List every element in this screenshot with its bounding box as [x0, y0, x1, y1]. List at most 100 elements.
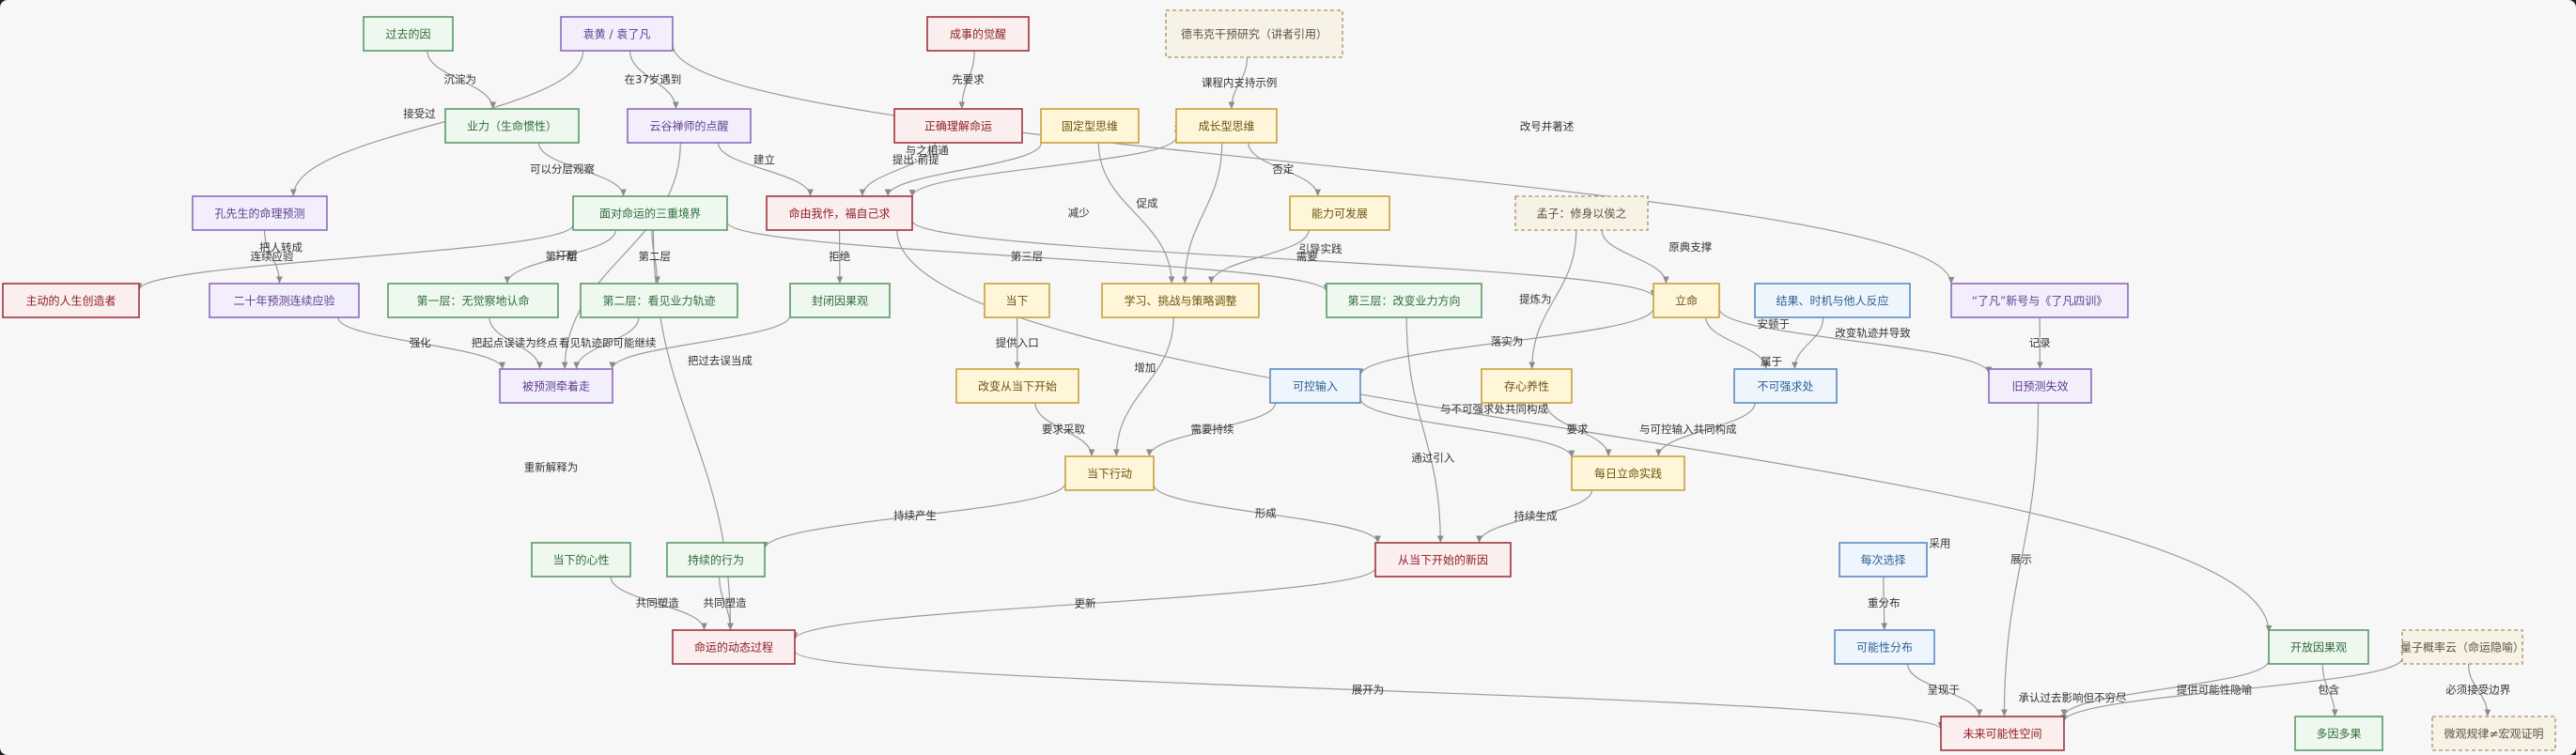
node-label: 业力（生命惯性） — [467, 119, 557, 133]
node-change-from-now[interactable]: 改变从当下开始 — [955, 368, 1079, 404]
edge-label-guides_practice: 引导实践 — [1299, 242, 1342, 255]
edge-quantum-future_space — [2060, 657, 2403, 722]
node-continuous-behavior[interactable]: 持续的行为 — [666, 542, 766, 578]
node-micro-macro[interactable]: 微观规律≠宏观证明 — [2431, 716, 2556, 751]
node-correct-understanding[interactable]: 正确理解命运 — [893, 108, 1023, 144]
node-box — [1839, 542, 1928, 578]
node-old-prediction-fail[interactable]: 旧预测失效 — [1988, 368, 2092, 404]
node-led-by-prediction[interactable]: 被预测牵着走 — [499, 368, 613, 404]
edge-level2-led_by_prediction — [573, 316, 640, 370]
node-level2[interactable]: 第二层：看见业力轨迹 — [580, 283, 738, 318]
node-box — [1653, 283, 1720, 318]
edge-controllable-daily_practice — [1359, 398, 1575, 458]
edge-present_mind-dynamic_process — [610, 576, 707, 631]
edge-label-co_shape_2: 共同塑造 — [704, 596, 747, 609]
node-each-choice[interactable]: 每次选择 — [1839, 542, 1928, 578]
edge-liming-old_prediction_fail — [1718, 308, 1993, 374]
node-creator[interactable]: 主动的人生创造者 — [2, 283, 140, 318]
node-box — [666, 542, 766, 578]
node-present-action[interactable]: 当下行动 — [1064, 455, 1155, 491]
edge-label-see_trajectory: 看见轨迹即可能继续 — [559, 336, 657, 349]
edge-label-acknowledge_past: 承认过去影响但不穷尽 — [2019, 691, 2127, 704]
node-present[interactable]: 当下 — [984, 283, 1050, 318]
node-box — [1514, 195, 1649, 231]
node-prob-distribution[interactable]: 可能性分布 — [1834, 629, 1935, 665]
node-uncontrollable[interactable]: 不可强求处 — [1733, 368, 1838, 404]
node-results[interactable]: 结果、时机与他人反应 — [1754, 283, 1911, 318]
edge-label-appears_in: 呈现于 — [1928, 684, 1961, 697]
node-cultivate[interactable]: 存心养性 — [1481, 368, 1573, 404]
node-yungu[interactable]: 云谷禅师的点醒 — [627, 108, 752, 144]
node-open-causality[interactable]: 开放因果观 — [2268, 629, 2369, 665]
node-label: 开放因果观 — [2290, 640, 2347, 655]
edge-growth_mindset-learning — [1181, 142, 1223, 285]
node-many-effects[interactable]: 多因多果 — [2294, 716, 2383, 751]
node-new-cause[interactable]: 从当下开始的新因 — [1374, 542, 1512, 578]
node-level1[interactable]: 第一层：无觉察地认命 — [387, 283, 559, 318]
node-growth-mindset[interactable]: 成长型思维 — [1175, 108, 1278, 144]
node-dynamic-process[interactable]: 命运的动态过程 — [672, 629, 796, 665]
edge-label-contains: 包含 — [2318, 684, 2340, 697]
edge-karma-three_levels — [537, 142, 627, 197]
node-box — [2, 283, 140, 318]
node-label: 多因多果 — [2316, 728, 2361, 741]
node-quantum[interactable]: 量子概率云（命运隐喻） — [2400, 629, 2524, 665]
node-label: 从当下开始的新因 — [1398, 553, 1488, 567]
node-twenty-years[interactable]: 二十年预测连续应验 — [209, 283, 360, 318]
edge-fate_self-open_causality — [896, 229, 2273, 633]
edge-fixed_mindset-learning — [1097, 142, 1175, 285]
node-awakening[interactable]: 成事的觉醒 — [926, 16, 1030, 52]
node-present-mind[interactable]: 当下的心性 — [531, 542, 631, 578]
node-daily-practice[interactable]: 每日立命实践 — [1571, 455, 1685, 491]
node-label: 可能性分布 — [1856, 641, 1913, 655]
node-mencius[interactable]: 孟子：修身以俟之 — [1514, 195, 1649, 231]
node-fate-self[interactable]: 命由我作，福自己求 — [766, 195, 913, 231]
edge-label-sustains: 持续产生 — [893, 509, 937, 522]
node-controllable[interactable]: 可控输入 — [1269, 368, 1361, 404]
edge-mencius-cultivate — [1529, 229, 1577, 370]
node-liming[interactable]: 立命 — [1653, 283, 1720, 318]
edge-uncontrollable-daily_practice — [1655, 402, 1756, 457]
edge-label-turned_into: 把人转成 — [259, 241, 303, 254]
edge-each_choice-prob_distribution — [1881, 576, 1888, 631]
node-learning[interactable]: 学习、挑战与策略调整 — [1101, 283, 1260, 318]
edge-label-settles_as: 沉淀为 — [444, 73, 477, 86]
node-dweck[interactable]: 德韦克干预研究（讲者引用） — [1165, 9, 1343, 58]
node-box — [1950, 283, 2129, 318]
node-box — [1481, 368, 1573, 404]
node-ability[interactable]: 能力可发展 — [1289, 195, 1390, 231]
node-box — [1733, 368, 1838, 404]
node-future-space[interactable]: 未来可能性空间 — [1940, 716, 2065, 751]
edge-yuan_huang-kong — [289, 50, 584, 197]
edge-label-consistent_with: 与之相通 — [906, 144, 949, 157]
node-box — [1374, 542, 1512, 578]
edge-label-negates: 否定 — [1272, 162, 1294, 176]
node-three-levels[interactable]: 面对命运的三重境界 — [572, 195, 728, 231]
node-closed-causality[interactable]: 封闭因果观 — [789, 283, 891, 318]
node-label: 第一层：无觉察地认命 — [416, 294, 529, 308]
node-fixed-mindset[interactable]: 固定型思维 — [1040, 108, 1140, 144]
edge-fate_self-liming — [911, 220, 1657, 298]
edge-correct_understanding-fate_self — [859, 142, 937, 197]
edge-label-breaks: 打断 — [555, 249, 577, 262]
edge-present_action-new_cause — [1153, 485, 1381, 544]
edge-label-provides_entry: 提供入口 — [996, 336, 1039, 349]
node-kong[interactable]: 孔先生的命理预测 — [192, 195, 328, 231]
edge-cultivate-daily_practice — [1545, 402, 1612, 457]
node-yuan-huang[interactable]: 袁黄 / 袁了凡 — [560, 16, 674, 52]
node-past-cause[interactable]: 过去的因 — [363, 16, 454, 52]
node-box — [1834, 629, 1935, 665]
edge-label-forms: 形成 — [1255, 507, 1277, 520]
edge-dweck-growth_mindset — [1228, 56, 1249, 110]
node-box — [363, 16, 454, 52]
edge-label-course_example: 课程内支持示例 — [1202, 76, 1278, 89]
node-level3[interactable]: 第三层：改变业力方向 — [1326, 283, 1482, 318]
node-new-name[interactable]: “了凡”新号与《了凡四训》 — [1950, 283, 2129, 318]
node-label: 结果、时机与他人反应 — [1776, 294, 1888, 308]
edge-label-with_controllable: 与可控输入共同构成 — [1639, 423, 1737, 436]
node-karma[interactable]: 业力（生命惯性） — [444, 108, 580, 144]
edge-closed_causality-led_by_prediction — [609, 315, 791, 370]
node-box — [580, 283, 738, 318]
node-box — [1040, 108, 1140, 144]
